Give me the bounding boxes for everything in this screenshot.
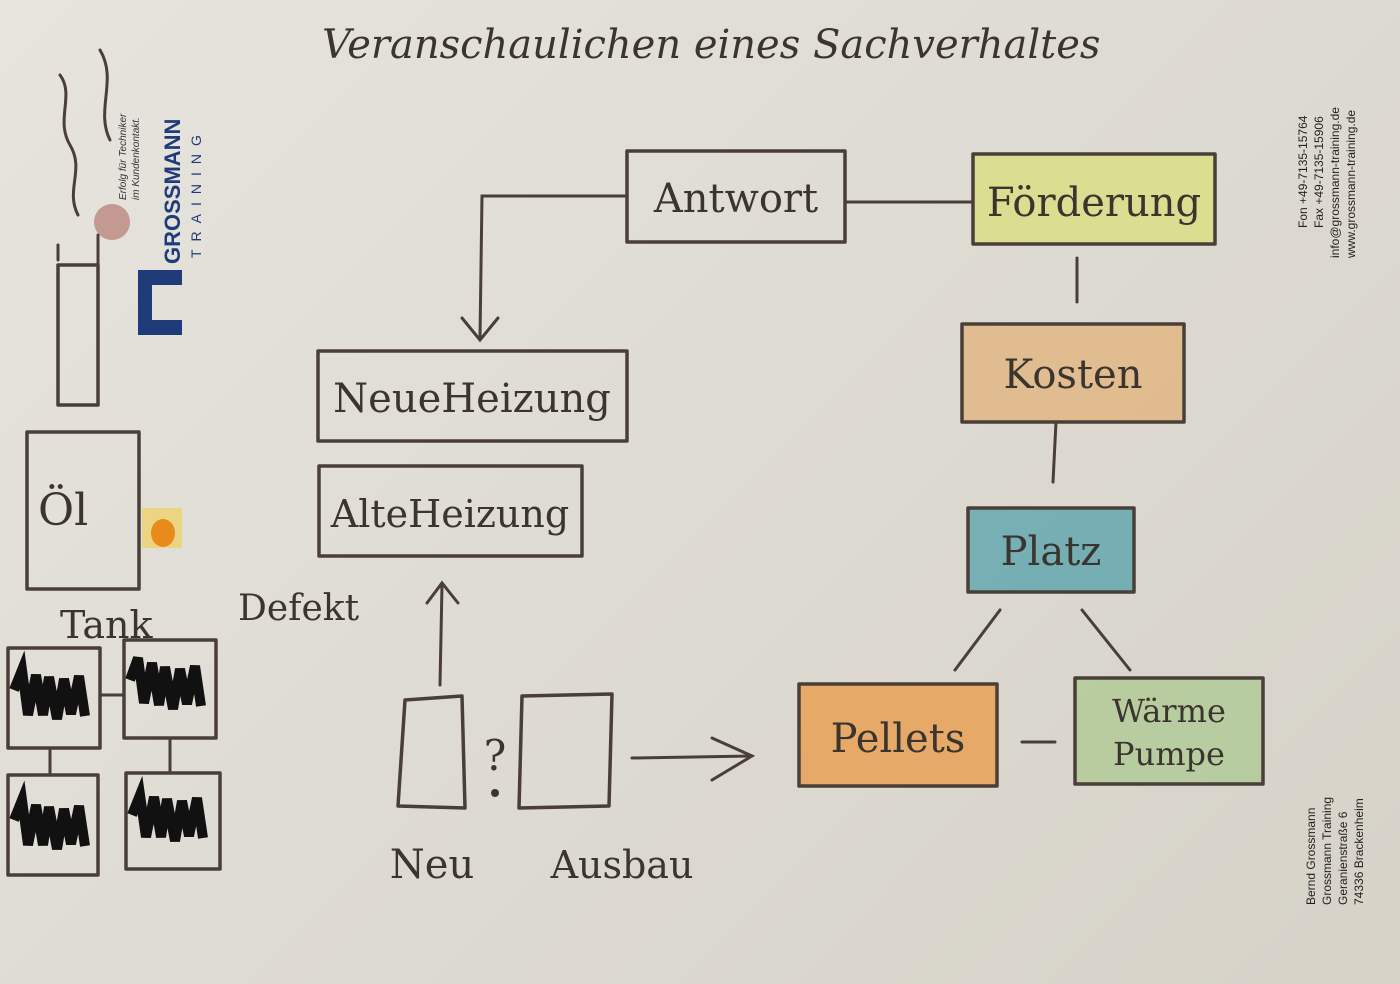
contact-web: www.grossmann-training.de [1344, 109, 1358, 258]
scribble [9, 650, 90, 720]
node-forderung [971, 152, 1217, 246]
kosten-fill [962, 324, 1184, 422]
contact-fon: Fon +49-7135-15764 [1296, 115, 1310, 228]
defekt-label: Defekt [238, 588, 360, 629]
smoke-line [98, 48, 112, 142]
arrowhead [425, 580, 460, 605]
oil-tank-box [25, 430, 141, 591]
scribble [125, 656, 206, 710]
contact-street: Geranienstraße 6 [1336, 811, 1350, 905]
contact-email: info@grossmann-training.de [1328, 107, 1342, 258]
contact-company: Grossmann Training [1320, 796, 1334, 905]
pellets-fill [799, 684, 997, 786]
arrowhead [710, 736, 756, 782]
node-alte-heizung-label: AlteHeizung [330, 492, 569, 536]
node-pumpe-label: Pumpe [1113, 735, 1225, 773]
box-neu [396, 694, 467, 810]
node-antwort-label: Antwort [653, 176, 818, 222]
node-platz-label: Platz [1001, 529, 1102, 575]
chimney [56, 263, 100, 407]
chimney-top [56, 233, 100, 267]
arrowhead [460, 316, 500, 343]
edge-antwort-neue-heizung [478, 194, 629, 340]
page-title: Veranschaulichen eines Sachverhaltes [322, 22, 1100, 68]
node-kosten [960, 322, 1186, 424]
tank-connector [48, 693, 172, 777]
brand-tagline-2: im Kundenkontakt. [131, 117, 142, 200]
scribble [9, 780, 90, 850]
node-platz [966, 506, 1136, 594]
brand-sub: TRAINING [188, 127, 204, 258]
tank-cell [6, 646, 102, 750]
node-alte-heizung [317, 464, 584, 558]
smoke-line [58, 73, 80, 217]
node-neue-heizung [316, 349, 629, 443]
waermepumpe-fill [1075, 678, 1263, 784]
node-pellets-label: Pellets [831, 716, 966, 762]
ausbau-label: Ausbau [550, 843, 694, 887]
flame-icon [151, 519, 175, 547]
brand-logo [94, 204, 182, 335]
logo-portrait [94, 204, 130, 240]
logo-shape [138, 270, 182, 335]
node-kosten-label: Kosten [1004, 352, 1143, 398]
contact-fax: Fax +49-7135-15906 [1312, 116, 1326, 228]
scribble [127, 775, 208, 842]
brand-name: GROSSMANN [160, 118, 185, 264]
tank-grid [6, 638, 222, 877]
tank-cell [124, 771, 222, 871]
node-pellets [797, 682, 999, 788]
edge-kosten-platz [1051, 420, 1058, 484]
edge-platz-pellets [953, 608, 1002, 672]
node-waerme-label: Wärme [1112, 692, 1226, 730]
neu-label: Neu [390, 842, 474, 888]
edge-neu-alte-heizung [438, 583, 444, 687]
question-dot [491, 789, 499, 797]
tank-cell [6, 773, 100, 877]
forderung-fill [973, 154, 1215, 244]
contact-name: Bernd Grossmann [1304, 807, 1318, 905]
node-waermepumpe [1073, 676, 1265, 786]
platz-fill [968, 508, 1134, 592]
edge-ausbau-pellets [630, 754, 754, 760]
contact-city: 74336 Brackenheim [1352, 798, 1366, 905]
question-mark: ? [484, 731, 507, 780]
edge-platz-waermepumpe [1080, 608, 1132, 672]
node-neue-heizung-label: NeueHeizung [333, 376, 611, 422]
node-forderung-label: Förderung [987, 180, 1201, 226]
brand-tagline-1: Erfolg für Techniker [118, 113, 129, 200]
oil-label: Öl [38, 483, 88, 536]
box-ausbau [517, 692, 614, 810]
